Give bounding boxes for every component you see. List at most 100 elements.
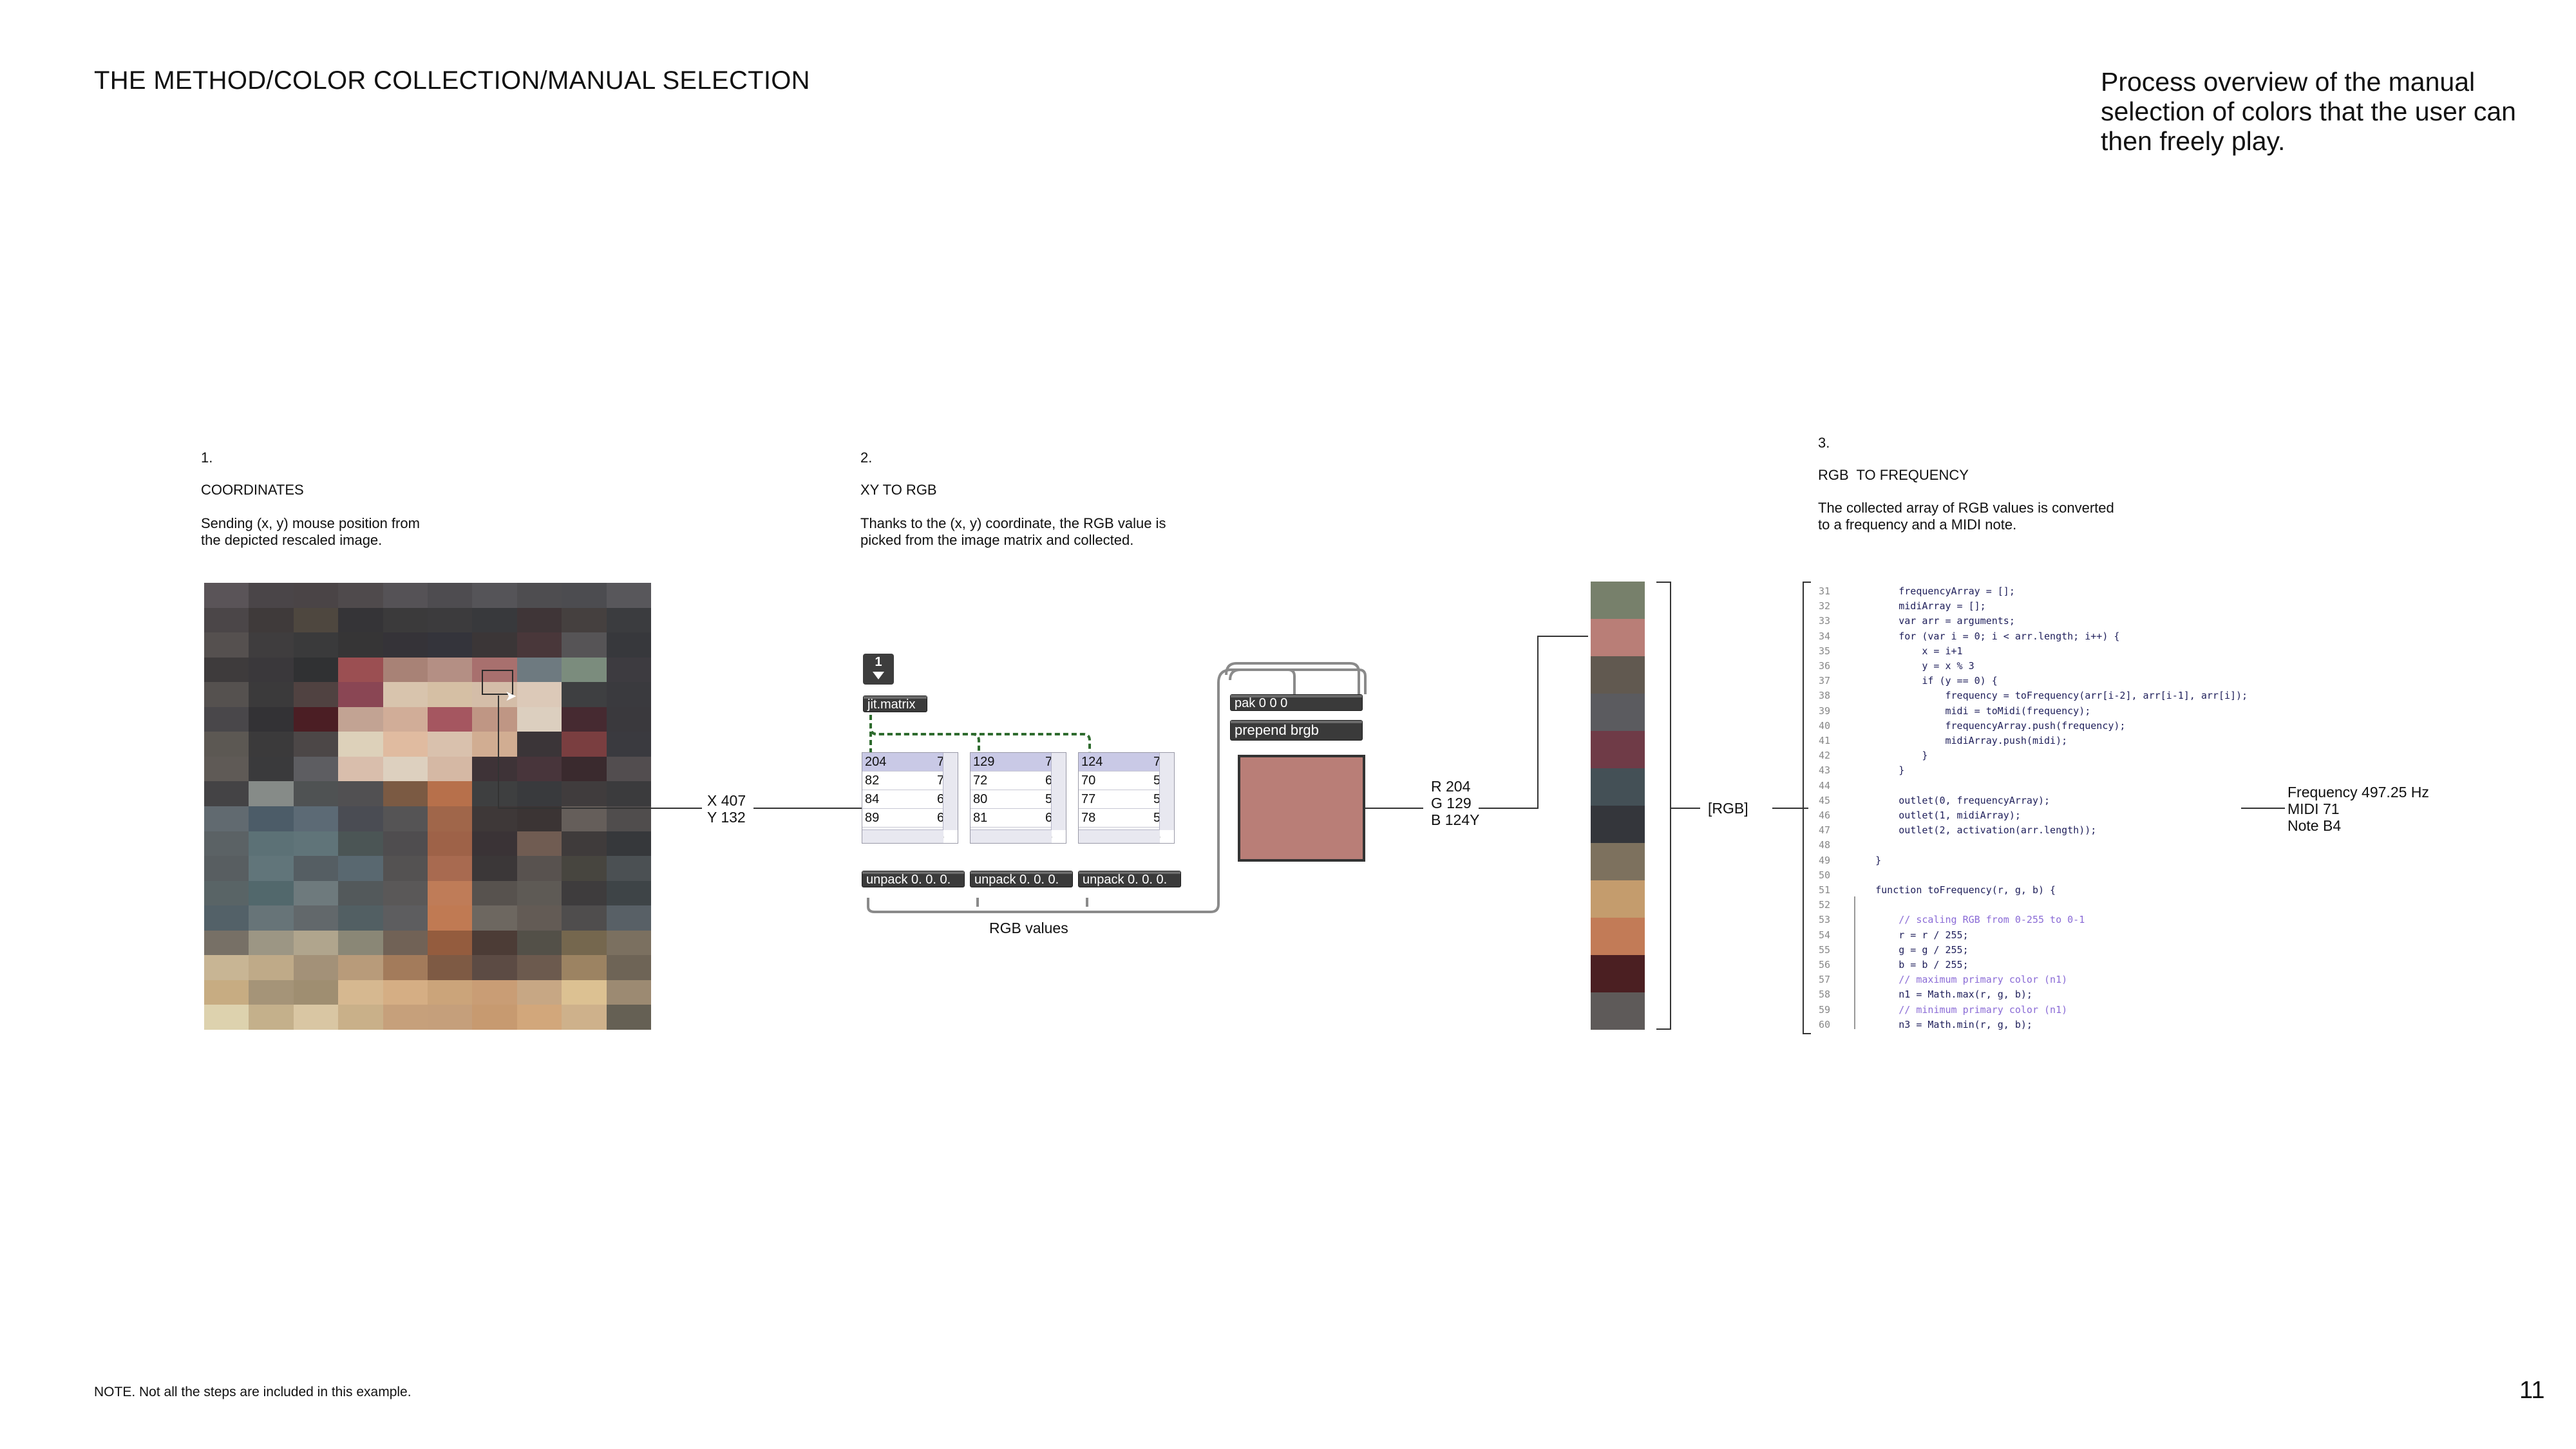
pixel-cell[interactable] xyxy=(383,583,428,608)
pixel-cell[interactable] xyxy=(383,706,428,732)
pixel-cell[interactable] xyxy=(204,706,249,732)
pixel-cell[interactable] xyxy=(338,756,383,782)
pixel-cell[interactable] xyxy=(293,831,339,857)
pixel-cell[interactable] xyxy=(562,781,607,806)
pixel-cell[interactable] xyxy=(516,657,562,683)
pixel-cell[interactable] xyxy=(293,781,339,806)
pixel-cell[interactable] xyxy=(383,831,428,857)
pixel-cell[interactable] xyxy=(606,930,651,956)
pixel-cell[interactable] xyxy=(249,756,294,782)
pixel-cell[interactable] xyxy=(428,930,473,956)
pixel-cell[interactable] xyxy=(293,732,339,757)
pixel-cell[interactable] xyxy=(606,781,651,806)
pixel-cell[interactable] xyxy=(472,657,517,683)
pixel-cell[interactable] xyxy=(383,1005,428,1030)
unpack-object-g[interactable]: unpack 0. 0. 0. xyxy=(970,871,1073,887)
pixel-cell[interactable] xyxy=(562,1005,607,1030)
pixel-cell[interactable] xyxy=(472,980,517,1005)
pixel-cell[interactable] xyxy=(293,930,339,956)
pixel-cell[interactable] xyxy=(249,583,294,608)
unpack-object-b[interactable]: unpack 0. 0. 0. xyxy=(1078,871,1181,887)
pixel-cell[interactable] xyxy=(204,682,249,707)
pixel-cell[interactable] xyxy=(204,831,249,857)
pixel-cell[interactable] xyxy=(562,905,607,931)
horizontal-scrollbar[interactable] xyxy=(1079,829,1160,843)
pixel-cell[interactable] xyxy=(338,781,383,806)
pixel-cell[interactable] xyxy=(383,980,428,1005)
pixel-cell[interactable] xyxy=(338,682,383,707)
pixel-cell[interactable] xyxy=(516,682,562,707)
pixel-cell[interactable] xyxy=(606,756,651,782)
pixel-cell[interactable] xyxy=(606,856,651,881)
pixel-cell[interactable] xyxy=(383,682,428,707)
pixel-cell[interactable] xyxy=(204,657,249,683)
pixel-cell[interactable] xyxy=(472,905,517,931)
pixel-cell[interactable] xyxy=(516,880,562,906)
pixel-cell[interactable] xyxy=(562,930,607,956)
pixel-cell[interactable] xyxy=(293,583,339,608)
pixel-cell[interactable] xyxy=(516,930,562,956)
pixel-cell[interactable] xyxy=(204,930,249,956)
horizontal-scrollbar[interactable] xyxy=(971,829,1052,843)
jit-matrix-object[interactable]: jit.matrix xyxy=(863,696,927,712)
unpack-object-r[interactable]: unpack 0. 0. 0. xyxy=(862,871,965,887)
pixel-cell[interactable] xyxy=(428,955,473,980)
pixel-cell[interactable] xyxy=(204,856,249,881)
pixel-cell[interactable] xyxy=(204,756,249,782)
pixel-cell[interactable] xyxy=(562,831,607,857)
pixel-cell[interactable] xyxy=(606,806,651,831)
pixel-cell[interactable] xyxy=(472,706,517,732)
pixel-cell[interactable] xyxy=(562,856,607,881)
toggle-button[interactable]: 1 xyxy=(863,654,894,685)
pixel-cell[interactable] xyxy=(249,955,294,980)
pixel-cell[interactable] xyxy=(428,682,473,707)
prepend-object[interactable]: prepend brgb xyxy=(1230,720,1363,741)
pixel-cell[interactable] xyxy=(516,980,562,1005)
pixel-cell[interactable] xyxy=(383,880,428,906)
pixel-cell[interactable] xyxy=(472,583,517,608)
pixel-cell[interactable] xyxy=(293,756,339,782)
pixel-cell[interactable] xyxy=(293,657,339,683)
pixel-cell[interactable] xyxy=(204,732,249,757)
pixel-cell[interactable] xyxy=(338,632,383,658)
pixel-cell[interactable] xyxy=(562,706,607,732)
pixel-cell[interactable] xyxy=(338,856,383,881)
pixel-cell[interactable] xyxy=(606,980,651,1005)
pixel-cell[interactable] xyxy=(606,831,651,857)
pixel-cell[interactable] xyxy=(428,657,473,683)
pixel-cell[interactable] xyxy=(472,632,517,658)
pixel-cell[interactable] xyxy=(204,905,249,931)
pixel-cell[interactable] xyxy=(516,732,562,757)
pixel-cell[interactable] xyxy=(606,905,651,931)
pixel-cell[interactable] xyxy=(249,980,294,1005)
pixel-cell[interactable] xyxy=(606,583,651,608)
pixel-cell[interactable] xyxy=(293,706,339,732)
pixel-cell[interactable] xyxy=(249,806,294,831)
pixel-cell[interactable] xyxy=(338,930,383,956)
horizontal-scrollbar[interactable] xyxy=(862,829,943,843)
pixel-cell[interactable] xyxy=(562,732,607,757)
pixel-cell[interactable] xyxy=(249,930,294,956)
pixel-cell[interactable] xyxy=(472,607,517,633)
pixel-cell[interactable] xyxy=(293,856,339,881)
pixel-cell[interactable] xyxy=(338,583,383,608)
pixel-cell[interactable] xyxy=(472,806,517,831)
pixel-cell[interactable] xyxy=(428,632,473,658)
pixel-cell[interactable] xyxy=(562,632,607,658)
pixel-cell[interactable] xyxy=(338,955,383,980)
pixel-cell[interactable] xyxy=(338,831,383,857)
pixel-cell[interactable] xyxy=(338,905,383,931)
pixel-cell[interactable] xyxy=(562,756,607,782)
pixel-cell[interactable] xyxy=(249,682,294,707)
pixel-cell[interactable] xyxy=(428,732,473,757)
pixel-cell[interactable] xyxy=(562,880,607,906)
pixel-cell[interactable] xyxy=(428,980,473,1005)
pixel-cell[interactable] xyxy=(293,955,339,980)
pixel-cell[interactable] xyxy=(249,632,294,658)
pixel-cell[interactable] xyxy=(383,905,428,931)
pixel-cell[interactable] xyxy=(472,880,517,906)
pixel-cell[interactable] xyxy=(516,955,562,980)
pixel-cell[interactable] xyxy=(338,732,383,757)
pixel-cell[interactable] xyxy=(516,806,562,831)
